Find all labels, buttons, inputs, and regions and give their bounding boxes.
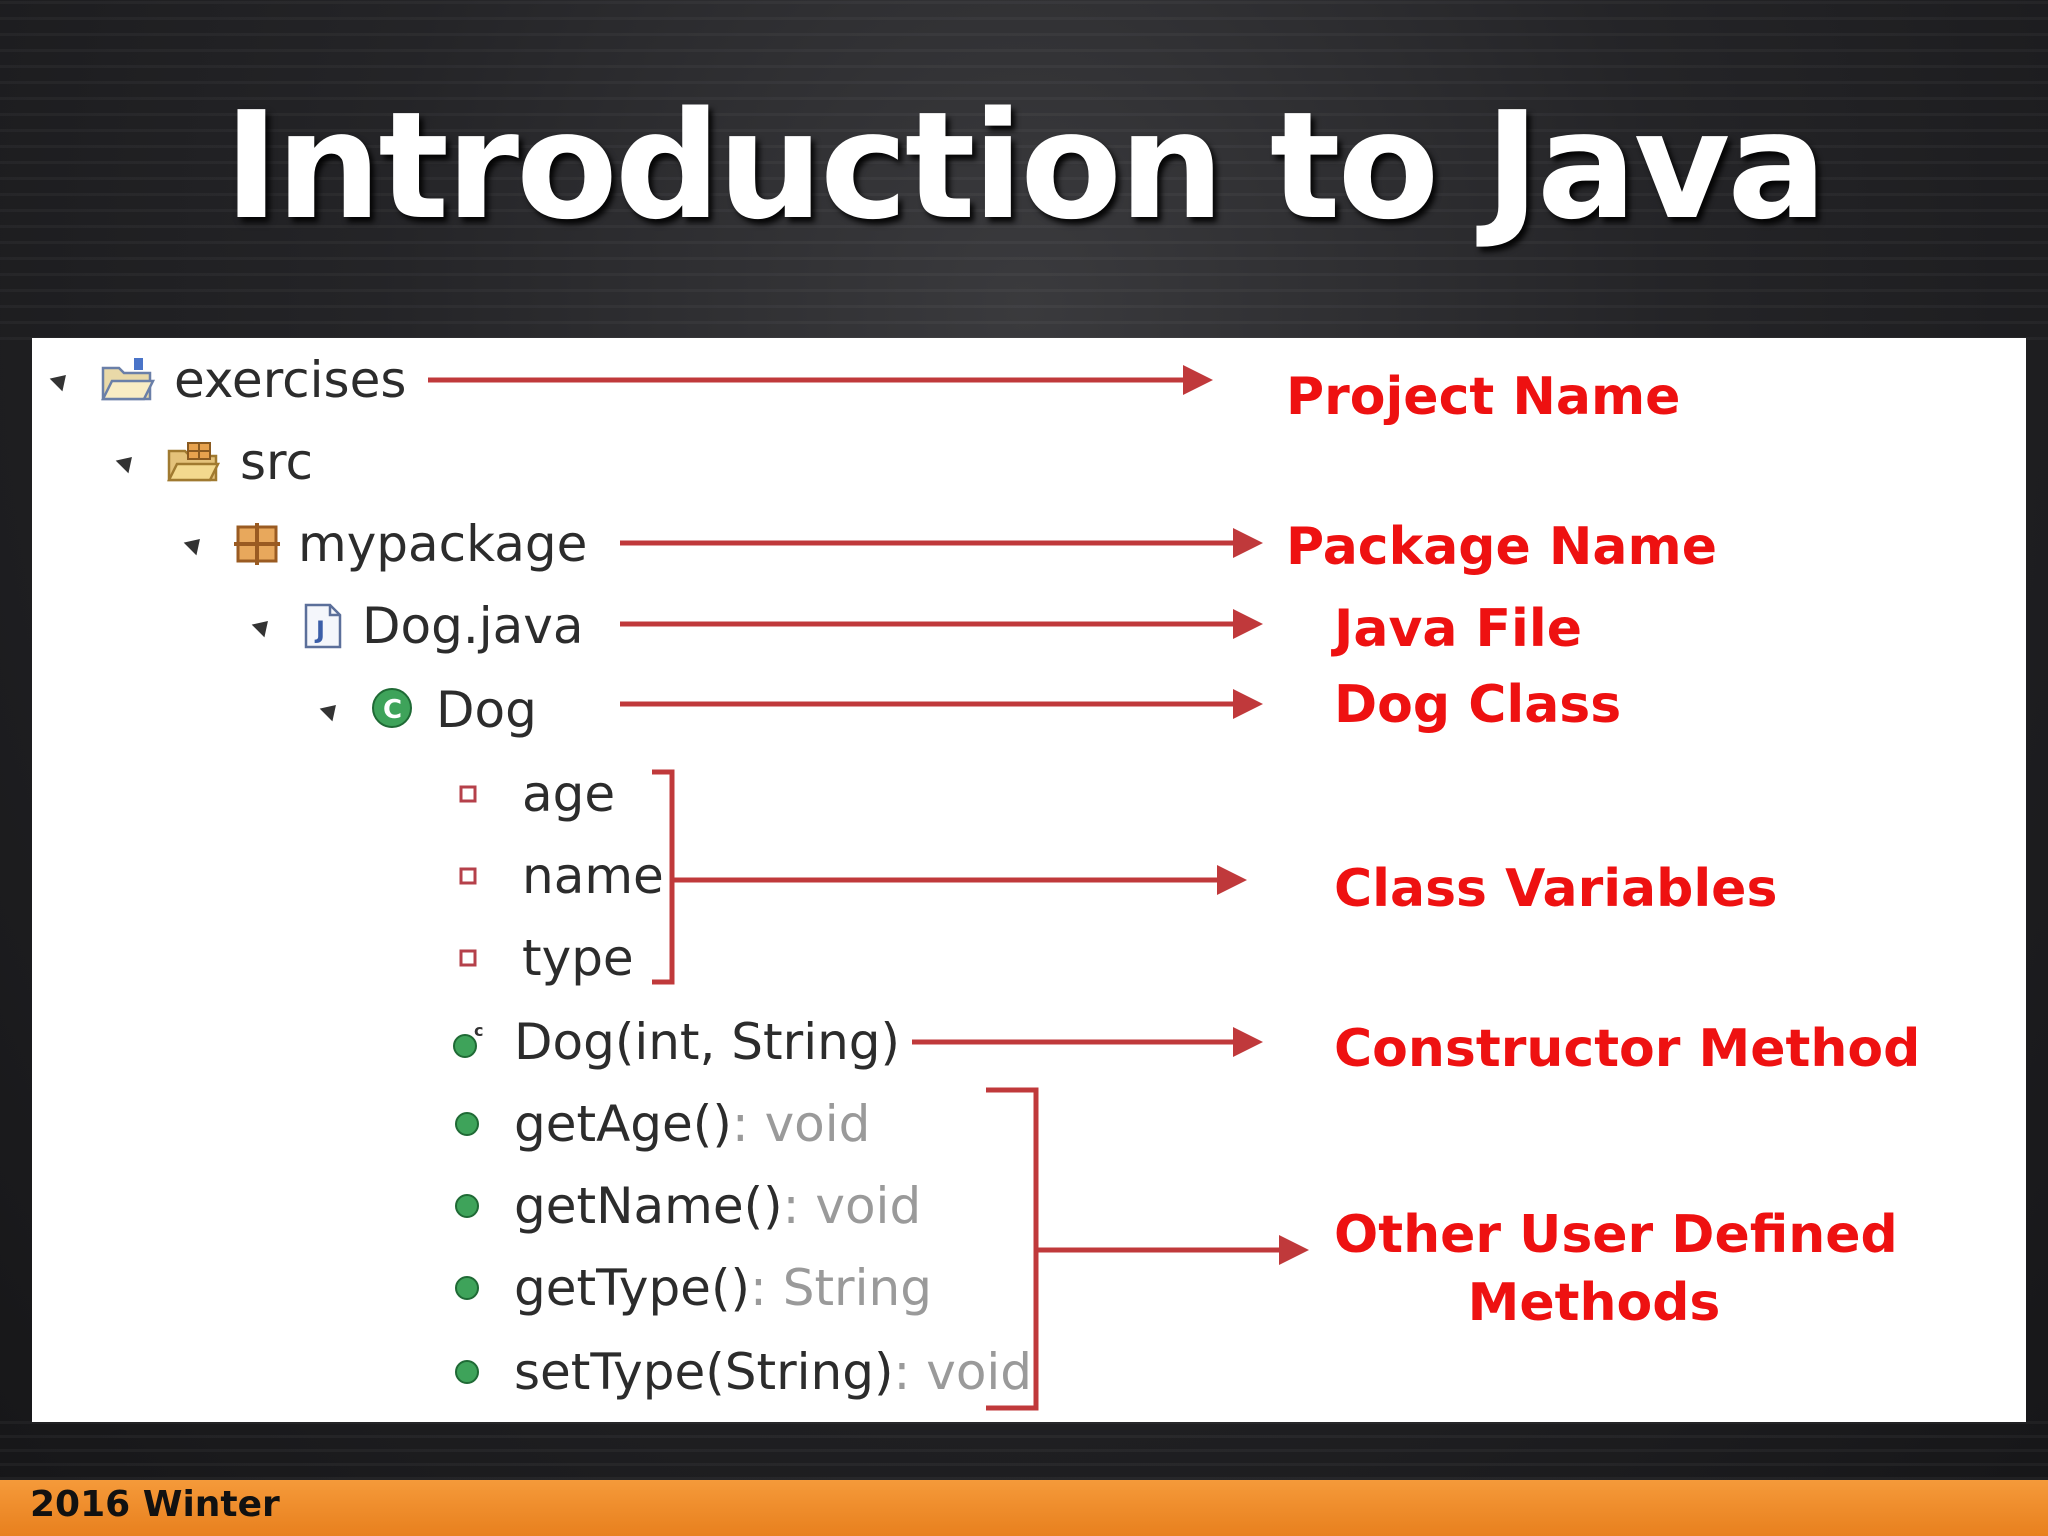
label-other-methods: Other User Defined Methods bbox=[1334, 1202, 1898, 1337]
method-name: setType(String) bbox=[514, 1343, 894, 1401]
tree-item-method[interactable]: getType() : String bbox=[452, 1252, 932, 1324]
public-method-icon bbox=[455, 1360, 479, 1384]
tree-label-project: exercises bbox=[174, 351, 407, 409]
footer-bar: 2016 Winter bbox=[0, 1480, 2048, 1536]
tree-label-field: type bbox=[522, 929, 634, 987]
tree-item-field[interactable]: name bbox=[456, 840, 664, 912]
tree-item-constructor[interactable]: c Dog(int, String) bbox=[450, 1006, 900, 1078]
private-field-icon bbox=[459, 785, 477, 803]
tree-item-java-file[interactable]: J Dog.java bbox=[251, 590, 584, 662]
tree-item-src[interactable]: src bbox=[115, 426, 313, 498]
method-name: getAge() bbox=[514, 1095, 732, 1153]
constructor-icon: c bbox=[453, 1022, 483, 1058]
tree-label-field: name bbox=[522, 847, 664, 905]
label-class-variables: Class Variables bbox=[1334, 859, 1778, 919]
method-return-type: : String bbox=[749, 1259, 932, 1317]
label-package-name: Package Name bbox=[1286, 517, 1717, 577]
label-other-methods-line2: Methods bbox=[1467, 1272, 1721, 1333]
svg-text:C: C bbox=[383, 695, 402, 725]
tree-item-field[interactable]: type bbox=[456, 922, 634, 994]
method-return-type: : void bbox=[893, 1343, 1033, 1401]
tree-label-package: mypackage bbox=[298, 515, 588, 573]
code-texture-bottom bbox=[0, 1420, 2048, 1480]
tree-item-method[interactable]: getName() : void bbox=[452, 1170, 921, 1242]
svg-text:J: J bbox=[314, 616, 325, 644]
class-icon: C bbox=[372, 688, 412, 728]
slide-title: Introduction to Java bbox=[223, 80, 1827, 252]
tree-label-src: src bbox=[240, 433, 313, 491]
label-constructor-method: Constructor Method bbox=[1334, 1019, 1921, 1079]
bracket-other-methods bbox=[986, 1087, 1039, 1411]
method-name: getType() bbox=[514, 1259, 750, 1317]
tree-item-package[interactable]: mypackage bbox=[183, 508, 588, 580]
java-file-icon: J bbox=[304, 603, 342, 649]
method-return-type: : void bbox=[731, 1095, 871, 1153]
tree-item-field[interactable]: age bbox=[456, 758, 615, 830]
label-other-methods-line1: Other User Defined bbox=[1334, 1205, 1898, 1265]
private-field-icon bbox=[459, 867, 477, 885]
public-method-icon bbox=[455, 1276, 479, 1300]
bracket-class-variables bbox=[652, 769, 675, 985]
project-folder-icon bbox=[100, 358, 156, 401]
public-method-icon bbox=[455, 1112, 479, 1136]
method-return-type: : void bbox=[782, 1177, 922, 1235]
tree-item-class[interactable]: C Dog bbox=[319, 674, 537, 746]
package-icon bbox=[234, 523, 280, 565]
source-folder-icon bbox=[166, 442, 221, 482]
private-field-icon bbox=[459, 949, 477, 967]
tree-item-method[interactable]: setType(String) : void bbox=[452, 1336, 1032, 1408]
label-project-name: Project Name bbox=[1286, 367, 1681, 427]
tree-label-field: age bbox=[522, 765, 616, 823]
method-name: getName() bbox=[514, 1177, 783, 1235]
tree-item-method[interactable]: getAge() : void bbox=[452, 1088, 870, 1160]
tree-label-class: Dog bbox=[436, 681, 537, 739]
tree-item-project[interactable]: exercises bbox=[49, 344, 407, 416]
footer-text: 2016 Winter bbox=[30, 1484, 280, 1525]
label-java-file: Java File bbox=[1334, 599, 1582, 659]
code-texture-top bbox=[0, 0, 2048, 340]
tree-label-constructor: Dog(int, String) bbox=[514, 1013, 901, 1071]
public-method-icon bbox=[455, 1194, 479, 1218]
label-dog-class: Dog Class bbox=[1334, 675, 1622, 735]
tree-label-java-file: Dog.java bbox=[362, 597, 584, 655]
svg-text:c: c bbox=[474, 1022, 483, 1040]
